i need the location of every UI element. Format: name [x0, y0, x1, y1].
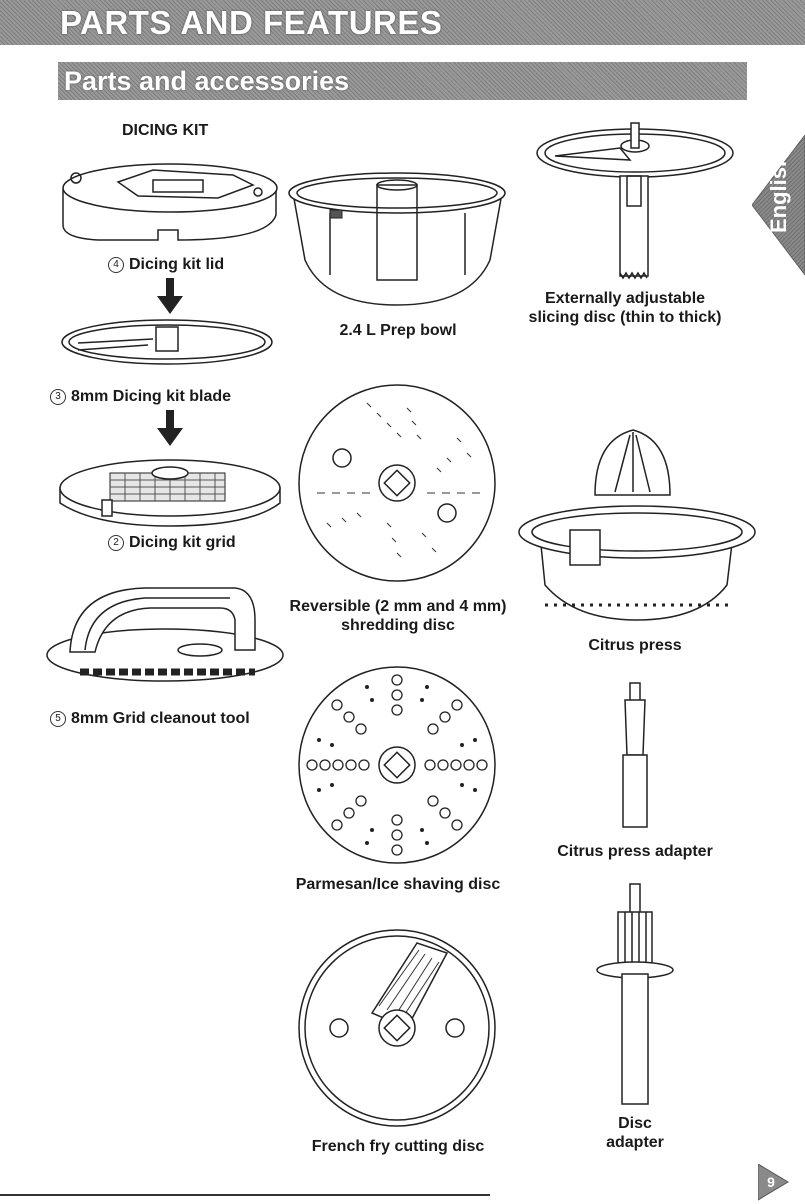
item-number-badge: 2 — [108, 535, 124, 551]
slicing-disc-label-line2: slicing disc (thin to thick) — [528, 309, 722, 326]
language-tab: English — [752, 135, 805, 275]
grid-cleanout-tool-label: 5 8mm Grid cleanout tool — [50, 710, 250, 728]
dicing-kit-lid-text: Dicing kit lid — [129, 256, 225, 273]
shredding-disc-label-line1: Reversible (2 mm and 4 mm) — [289, 598, 507, 615]
dicing-kit-grid-label: 2 Dicing kit grid — [108, 534, 236, 552]
citrus-press-label: Citrus press — [588, 637, 682, 654]
dicing-kit-blade-text: 8mm Dicing kit blade — [71, 388, 232, 405]
prep-bowl-label: 2.4 L Prep bowl — [339, 322, 457, 339]
down-arrow-icon — [157, 278, 183, 314]
slicing-disc-label-line1: Externally adjustable — [544, 290, 706, 307]
dicing-kit-blade-illustration — [61, 319, 273, 365]
grid-cleanout-tool-illustration — [46, 587, 284, 682]
citrus-press-illustration — [518, 429, 756, 621]
down-arrow-icon — [157, 410, 183, 446]
item-number-badge: 4 — [108, 257, 124, 273]
dicing-kit-lid-label: 4 Dicing kit lid — [108, 256, 224, 274]
citrus-press-adapter-illustration — [622, 682, 648, 828]
french-fry-disc-label: French fry cutting disc — [311, 1138, 485, 1155]
section-header-bar: Parts and accessories — [58, 62, 747, 100]
page-number-marker: 9 — [758, 1164, 798, 1204]
dicing-kit-grid-text: Dicing kit grid — [129, 534, 236, 551]
dicing-kit-grid-illustration — [59, 459, 281, 527]
dicing-kit-lid-illustration — [62, 163, 278, 241]
footer-rule — [0, 1194, 490, 1196]
page-number: 9 — [767, 1174, 775, 1190]
citrus-press-adapter-label: Citrus press adapter — [557, 843, 713, 860]
section-title: Parts and accessories — [64, 66, 350, 96]
shredding-disc-label-line2: shredding disc — [341, 617, 455, 634]
prep-bowl-illustration — [288, 172, 506, 306]
item-number-badge: 5 — [50, 711, 66, 727]
grid-cleanout-tool-text: 8mm Grid cleanout tool — [71, 710, 250, 727]
slicing-disc-illustration — [536, 122, 734, 280]
page-title: PARTS AND FEATURES — [60, 4, 443, 41]
disc-adapter-label-line2: adapter — [606, 1134, 664, 1151]
language-label: English — [766, 153, 791, 233]
page-header-bar: PARTS AND FEATURES — [0, 0, 805, 45]
disc-adapter-label-line1: Disc — [618, 1115, 652, 1132]
disc-adapter-illustration — [596, 883, 674, 1105]
parmesan-disc-label: Parmesan/Ice shaving disc — [295, 876, 501, 893]
dicing-kit-heading: DICING KIT — [122, 122, 209, 139]
shredding-disc-illustration — [298, 384, 496, 582]
dicing-kit-blade-label: 3 8mm Dicing kit blade — [50, 388, 231, 406]
item-number-badge: 3 — [50, 389, 66, 405]
french-fry-disc-illustration — [298, 929, 496, 1127]
parmesan-disc-illustration — [298, 666, 496, 864]
